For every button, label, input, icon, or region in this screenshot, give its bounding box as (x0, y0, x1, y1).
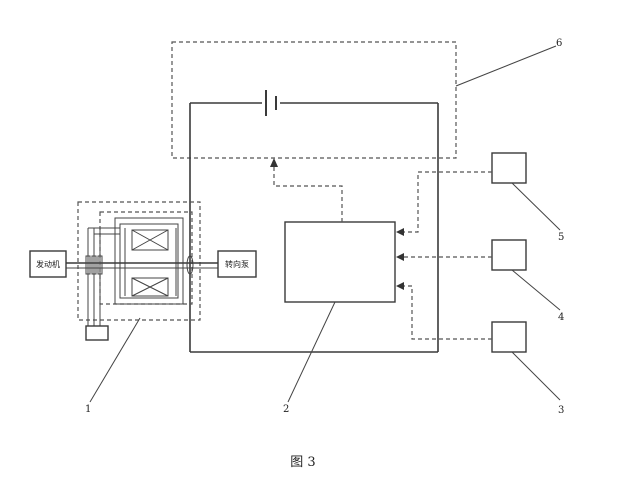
leader-6 (455, 45, 557, 87)
label-1: 1 (85, 404, 91, 415)
figure-caption: 图 3 (290, 455, 315, 470)
leader-4 (511, 269, 561, 311)
steering-pump-label: 转向泵 (225, 259, 249, 269)
leader-1 (89, 317, 141, 403)
label-5: 5 (558, 232, 564, 243)
control-arrow-head (270, 158, 278, 167)
leader-2 (287, 301, 336, 403)
sensor-box-3 (491, 321, 527, 353)
label-6: 6 (556, 38, 562, 49)
leader-5 (511, 182, 561, 231)
clutch-actuator-box (85, 325, 109, 341)
sensor-box-5 (491, 152, 527, 184)
label-4: 4 (558, 312, 564, 323)
battery-symbol (265, 90, 277, 116)
controller-box (284, 221, 396, 303)
signal-line-5 (401, 171, 492, 233)
clutch-elements (85, 227, 194, 326)
control-signal-line (273, 166, 343, 222)
battery-dashed-region (171, 41, 457, 159)
signal-arrow-5 (396, 228, 404, 236)
label-3: 3 (558, 405, 564, 416)
engine-box (29, 250, 67, 278)
motor-housing (114, 217, 184, 305)
steering-pump-box (217, 250, 257, 278)
signal-arrow-3 (396, 282, 404, 290)
engine-label: 发动机 (36, 259, 60, 269)
sensor-box-4 (491, 239, 527, 271)
label-2: 2 (283, 404, 289, 415)
leader-3 (511, 351, 561, 401)
signal-line-3 (401, 285, 492, 340)
signal-arrow-4 (396, 253, 404, 261)
